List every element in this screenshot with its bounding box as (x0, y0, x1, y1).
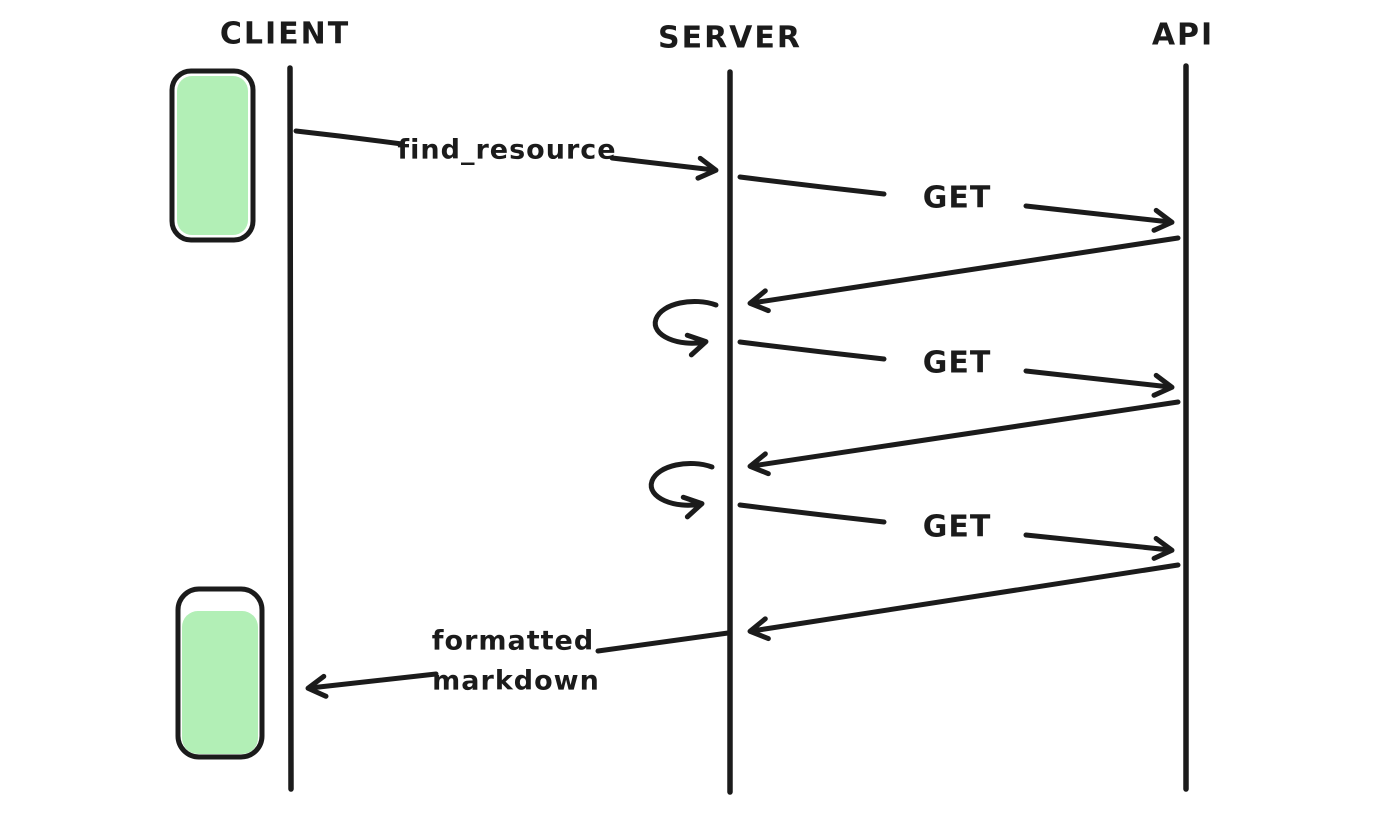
activation-fill-bottom (182, 611, 258, 754)
message-get-1: GET (737, 174, 1175, 233)
find-resource-line-left (293, 128, 405, 147)
formatted-line-right (595, 630, 731, 654)
return-arrow-1 (747, 235, 1181, 314)
return-arrow-3 (747, 562, 1181, 642)
formatted-label-line2: markdown (432, 666, 600, 697)
activation-fill-top (177, 76, 248, 235)
get1-line-arrow (1023, 203, 1175, 233)
get1-line-left (737, 174, 887, 197)
message-get-2: GET (737, 339, 1175, 398)
get3-label: GET (923, 510, 992, 545)
actor-label-server: SERVER (658, 21, 802, 56)
server-self-loop-1 (652, 299, 719, 358)
get2-line-left (737, 339, 887, 362)
actor-label-client: CLIENT (220, 17, 350, 52)
get1-label: GET (923, 181, 992, 216)
client-activation-box-top (169, 68, 256, 243)
message-get-3: GET (737, 502, 1175, 561)
find-resource-line-arrow (609, 155, 719, 181)
activation-outline-bottom (175, 586, 265, 760)
client-lifeline (287, 65, 294, 792)
get3-line-arrow (1023, 532, 1175, 561)
formatted-label-line1: formatted (432, 626, 594, 657)
activation-outline-top (169, 68, 256, 243)
return-arrow-2 (747, 399, 1181, 477)
formatted-line-arrow (305, 671, 439, 699)
server-self-loop-2 (648, 461, 715, 520)
get2-label: GET (923, 346, 992, 381)
get3-line-left (737, 502, 887, 525)
actor-label-api: API (1152, 18, 1214, 53)
get2-line-arrow (1023, 368, 1175, 398)
message-formatted-markdown: formatted markdown (305, 626, 731, 699)
message-find-resource: find_resource (293, 128, 719, 181)
find-resource-label: find_resource (397, 135, 616, 166)
client-activation-box-bottom (175, 586, 265, 760)
